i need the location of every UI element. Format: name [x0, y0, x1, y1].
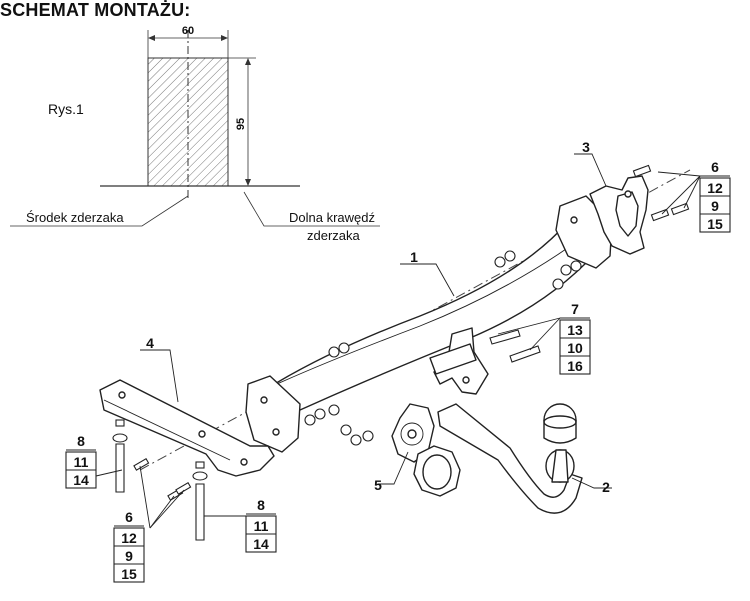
callout-2: 2: [602, 479, 610, 495]
callout-8-left: 8: [77, 433, 85, 449]
socket-part: [391, 403, 461, 497]
callout-6-top-item: 15: [707, 216, 723, 232]
mounting-zone-figure: 60 95 Rys.1 Środek zderzaka Dolna krawęd…: [10, 25, 380, 243]
callout-5: 5: [374, 477, 382, 493]
callout-8-left-item: 11: [74, 454, 89, 470]
callout-3: 3: [582, 139, 590, 155]
callout-frames: [65, 175, 731, 583]
callout-6-top-item: 9: [711, 198, 719, 214]
bottom-edge-label-2: zderzaka: [307, 228, 361, 243]
left-bracket-part: [99, 379, 275, 477]
callout-6-top: 6: [711, 159, 719, 175]
right-bracket-part: [589, 175, 649, 255]
leader-lines: [95, 153, 701, 529]
callout-7-item: 16: [567, 358, 583, 374]
callout-7: 7: [571, 301, 579, 317]
callout-8-left-item: 14: [73, 472, 89, 488]
center-label: Środek zderzaka: [26, 210, 124, 225]
callout-1: 1: [410, 249, 418, 265]
callout-6-bottom-item: 15: [121, 566, 137, 582]
callout-6-bottom-item: 9: [125, 548, 133, 564]
callout-7-item: 13: [567, 322, 583, 338]
callout-4: 4: [146, 335, 154, 351]
callout-6-bottom-item: 12: [121, 530, 137, 546]
width-dimension: 60: [182, 25, 194, 37]
callout-8-bottom-item: 11: [254, 518, 269, 534]
bottom-edge-label: Dolna krawędź: [289, 210, 375, 225]
figure-label: Rys.1: [48, 101, 84, 117]
tow-ball-part: [437, 403, 583, 514]
callout-8-bottom-item: 14: [253, 536, 269, 552]
callout-6-top-item: 12: [707, 180, 723, 196]
callout-7-item: 10: [567, 340, 583, 356]
page-title: SCHEMAT MONTAŻU:: [0, 0, 191, 20]
crossbar-part: [245, 195, 613, 453]
callout-6-bottom: 6: [125, 509, 133, 525]
height-dimension: 95: [235, 118, 247, 130]
callout-8-bottom: 8: [257, 497, 265, 513]
